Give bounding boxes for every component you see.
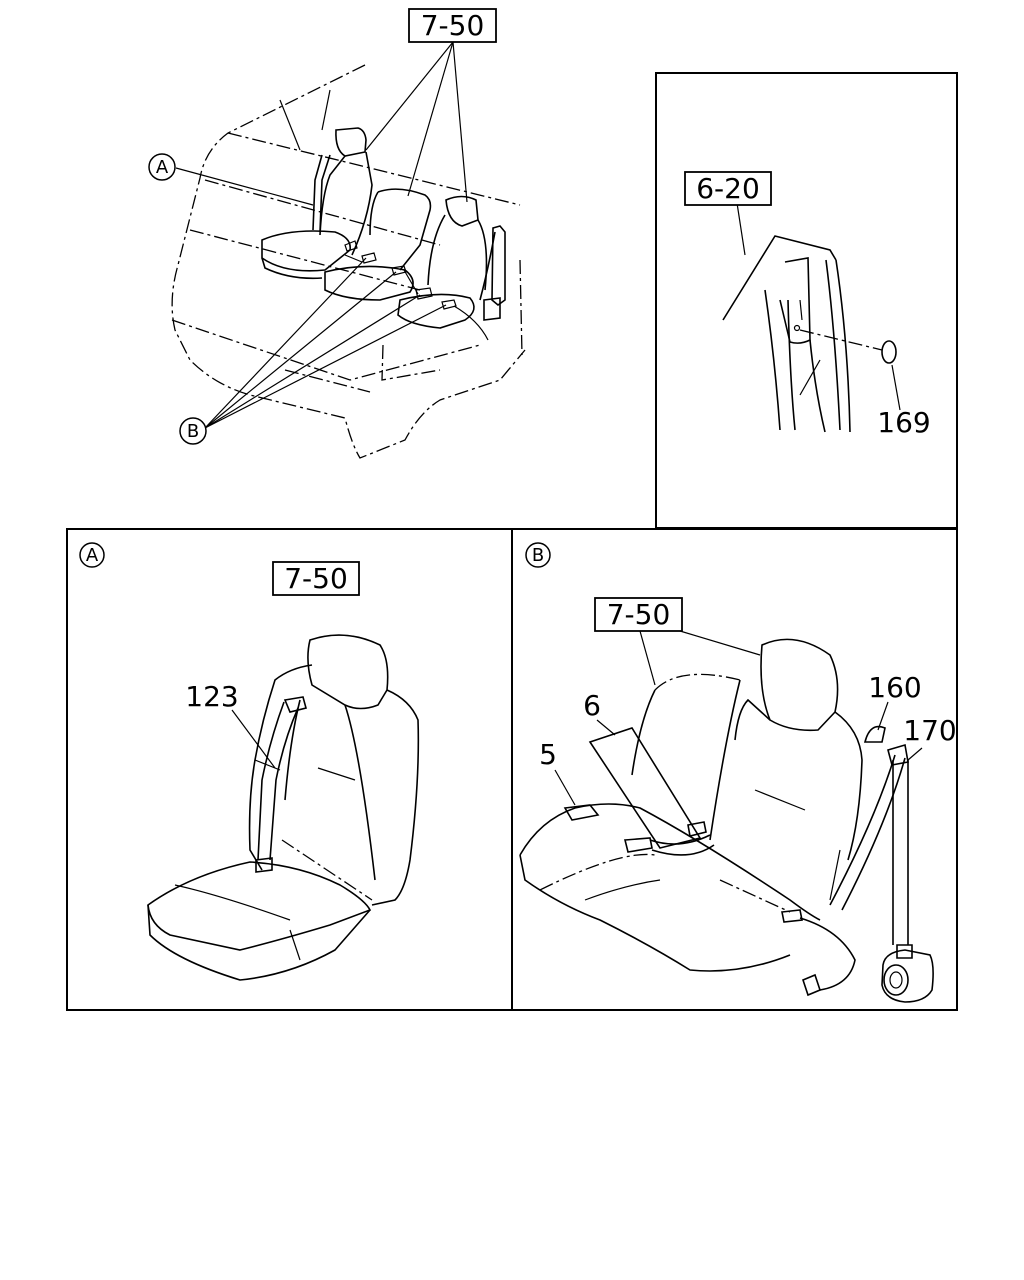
detail-frame-b: [511, 528, 958, 1011]
overview-leader-lines: [175, 41, 468, 429]
roof-ref-box: 6-20: [684, 171, 772, 206]
part-label-160: 160: [868, 671, 921, 704]
detail-b-label: B: [532, 545, 544, 566]
detail-a-label: A: [86, 545, 99, 566]
part-label-169: 169: [877, 406, 930, 439]
seat-b-drawing: [519, 630, 934, 1003]
part-label-5: 5: [539, 738, 557, 771]
part-label-6: 6: [583, 689, 601, 722]
part-label-123: 123: [185, 680, 238, 713]
detail-frame-roof: [655, 72, 958, 529]
ref-label-a: 7-50: [284, 562, 348, 595]
callout-b-detail: B: [525, 542, 551, 568]
seat-a-drawing: [147, 634, 420, 981]
overview-ref-box: 7-50: [408, 8, 497, 43]
ref-label-roof: 6-20: [696, 172, 760, 205]
roof-pillar-drawing: [722, 202, 901, 433]
ref-label-top: 7-50: [421, 9, 485, 42]
callout-a-overview: A: [148, 153, 176, 181]
panel-frames: [66, 72, 958, 1011]
detail-b-ref-box: 7-50: [594, 597, 683, 632]
part-label-170: 170: [903, 714, 956, 747]
callout-a-label: A: [156, 157, 169, 178]
callout-a-detail: A: [79, 542, 105, 568]
detail-a-ref-box: 7-50: [272, 561, 360, 596]
callout-b-overview: B: [179, 417, 207, 445]
ref-label-b: 7-50: [607, 598, 671, 631]
cap-169: [881, 340, 897, 364]
callout-b-label: B: [187, 421, 199, 442]
detail-frame-a: [66, 528, 513, 1011]
cab-overview-drawing: [171, 64, 526, 459]
